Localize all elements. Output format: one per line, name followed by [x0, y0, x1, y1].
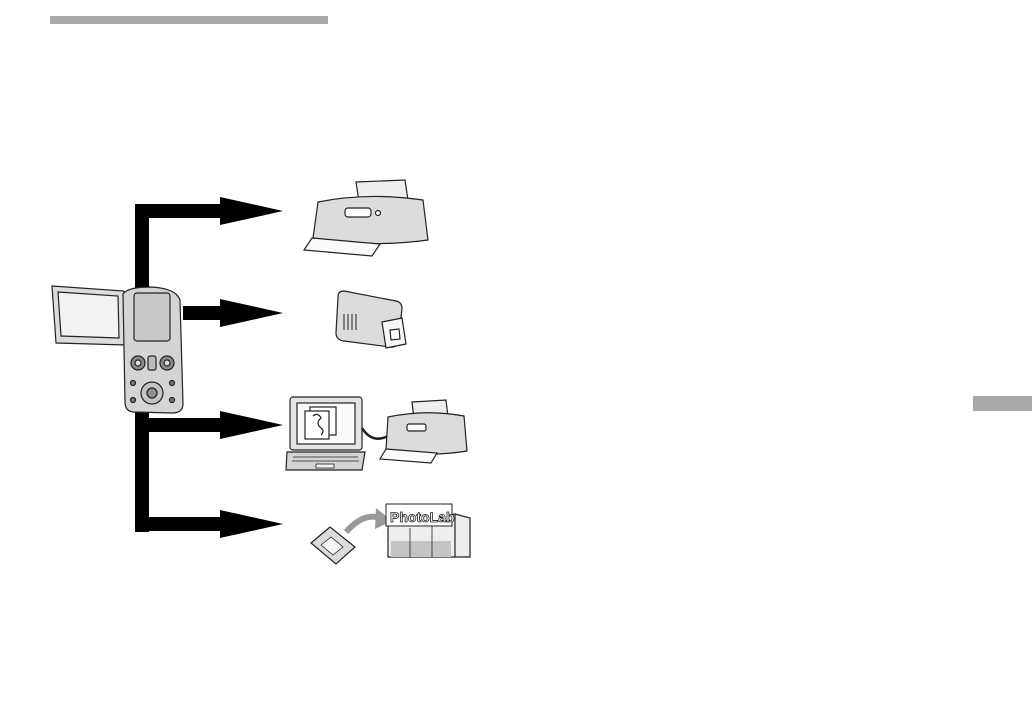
arrow-to-printer	[135, 197, 283, 225]
photo-lab-sign-text: PhotoLab	[390, 509, 455, 525]
laptop-icon	[286, 397, 365, 470]
arrow-to-computer	[135, 411, 283, 439]
digital-camera-icon	[52, 286, 183, 413]
desktop-printer-icon	[380, 400, 467, 463]
card-transfer-arrow	[346, 517, 380, 532]
arrow-to-photo-lab	[135, 510, 283, 538]
photo-lab-building-icon: PhotoLab	[386, 504, 470, 557]
photo-printer-icon	[336, 291, 406, 348]
arrow-to-photo-printer	[183, 299, 283, 327]
inkjet-printer-icon	[304, 180, 428, 256]
